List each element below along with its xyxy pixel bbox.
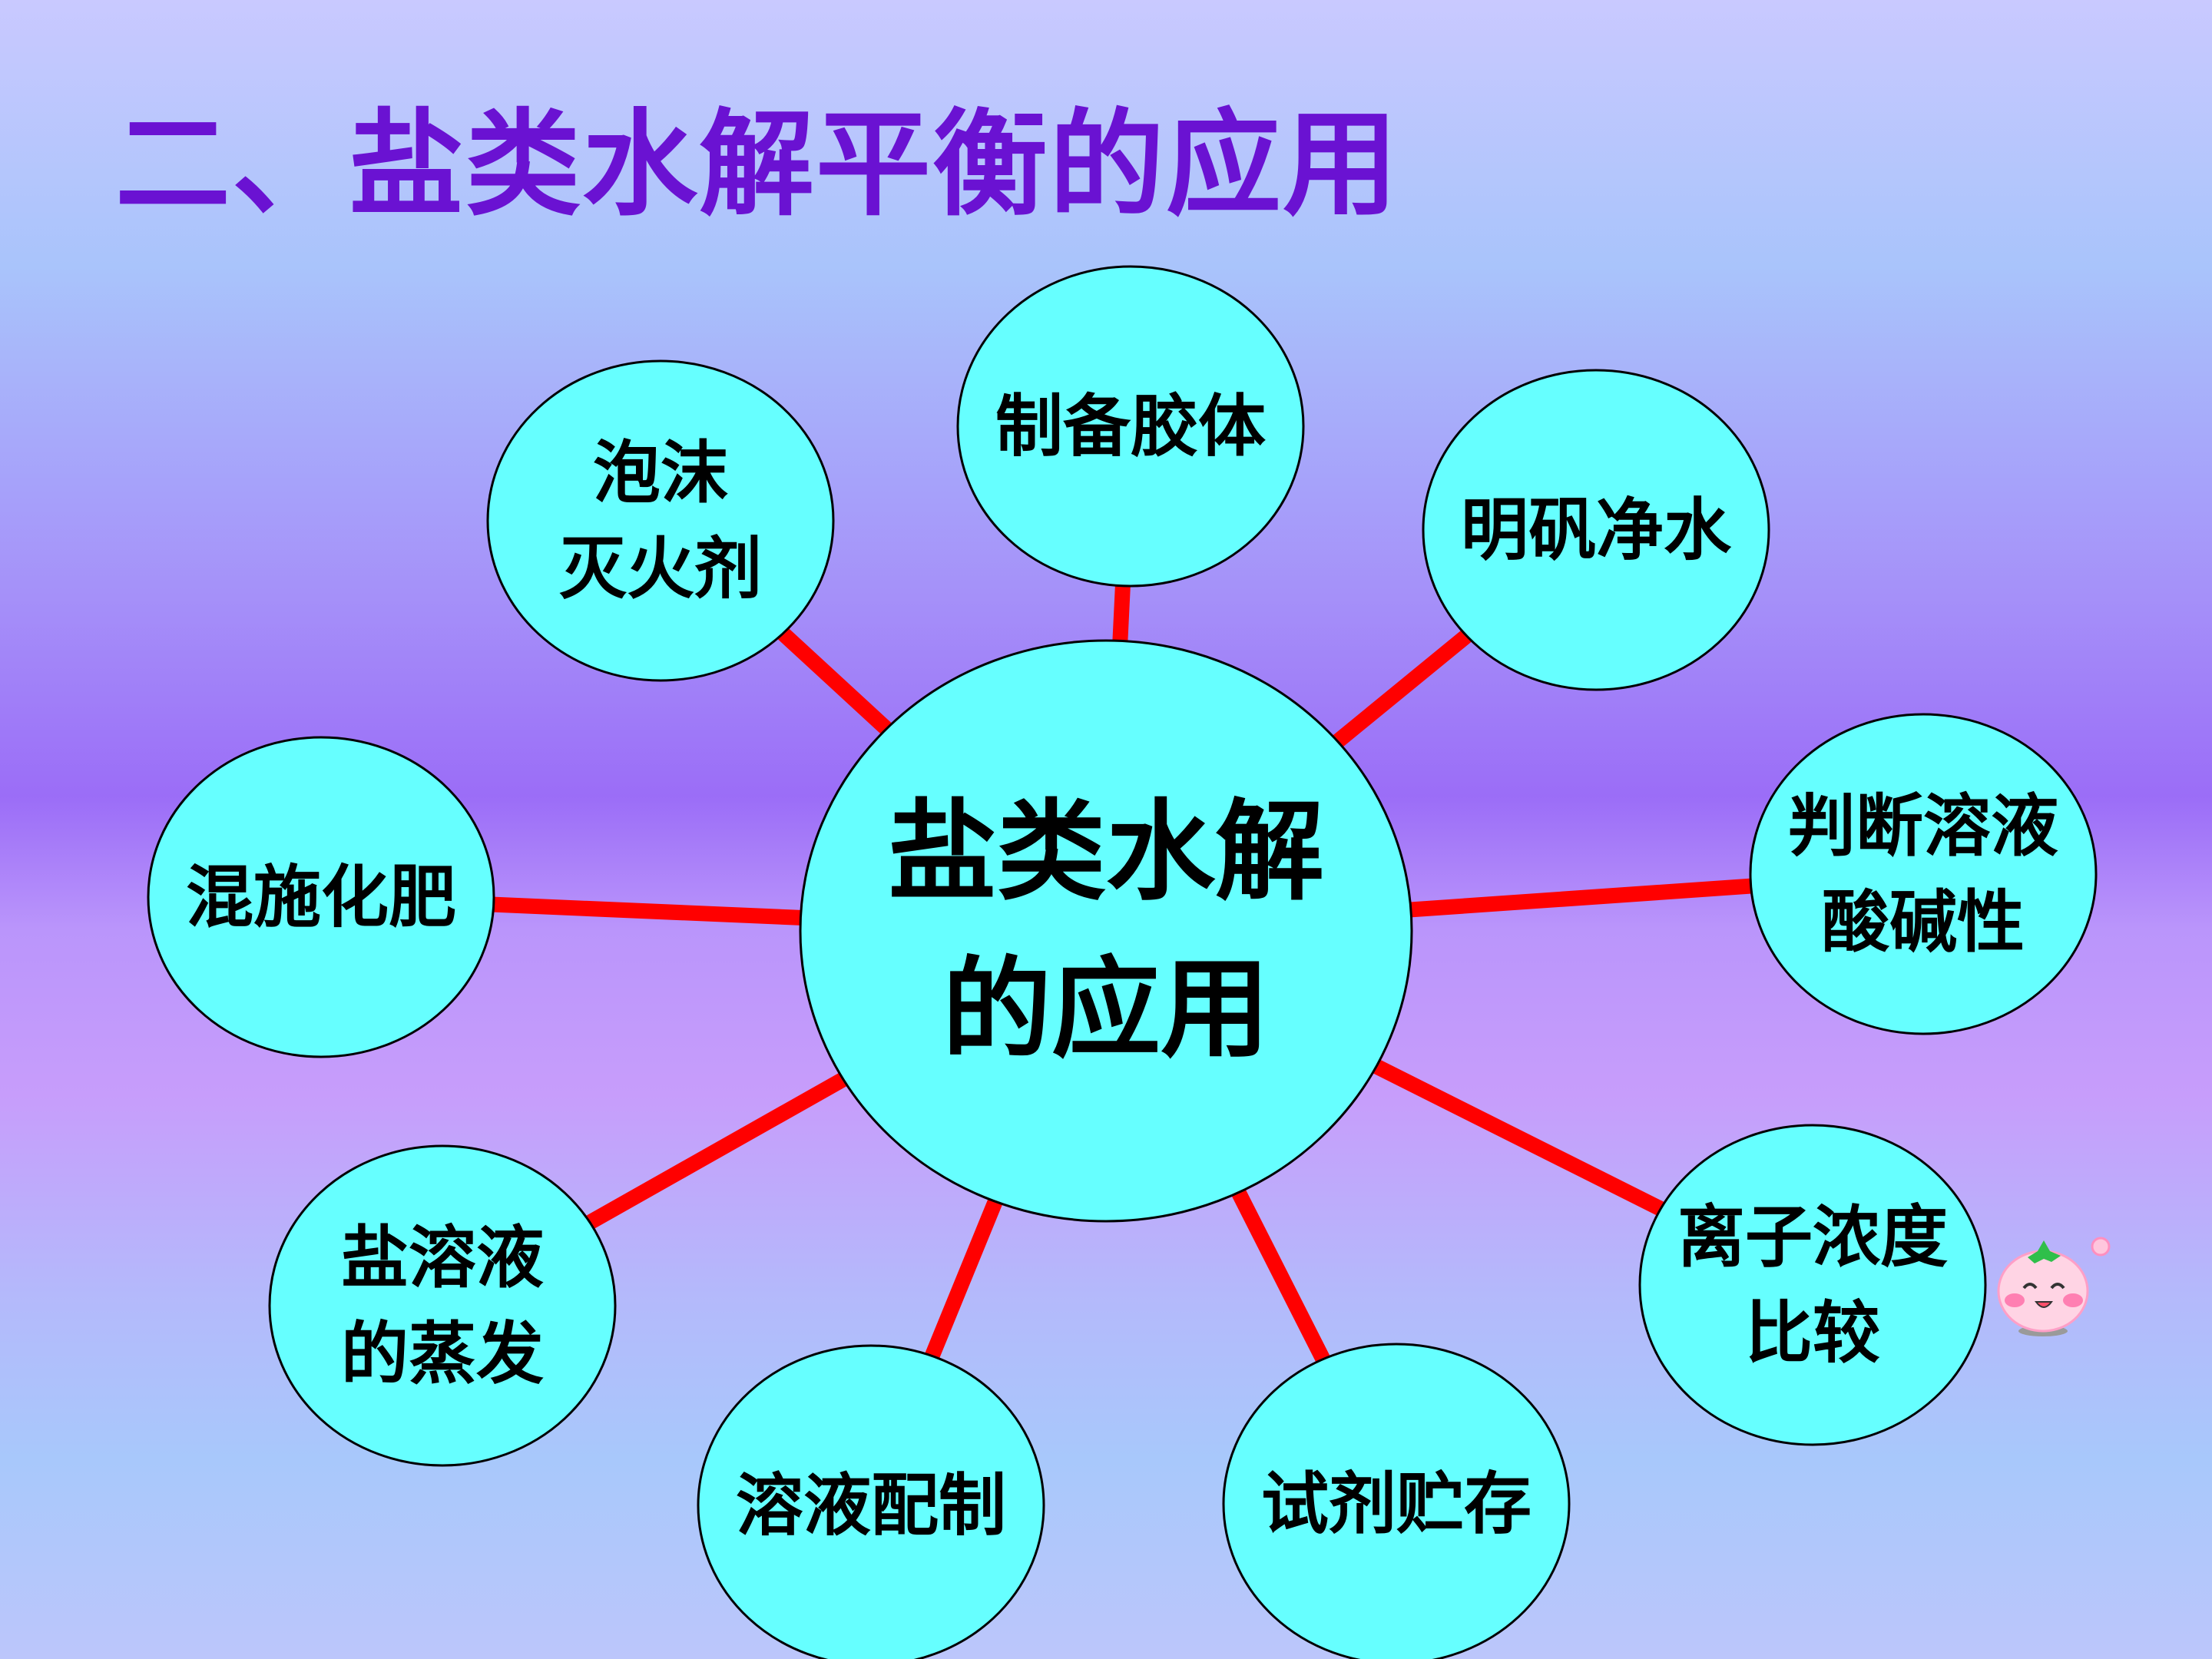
connector-solution-prep [923,1194,1005,1363]
connector-lines [488,581,1757,1367]
node-solution-prep-bubble [697,1344,1045,1659]
node-salt-evaporation-bubble [268,1144,617,1467]
node-acidity-judge-bubble [1749,713,2098,1035]
node-mixed-fertilizer: 混施化肥 [147,736,495,1058]
node-colloid-prep-label-line-1: 制备胶体 [995,387,1266,466]
strawberry-mascot-icon [1997,1237,2111,1336]
node-mixed-fertilizer-bubble [147,736,495,1058]
node-solution-prep-label-line-1: 溶液配制 [736,1466,1006,1545]
node-colloid-prep: 制备胶体 [956,265,1305,588]
connector-foam-extinguisher [774,624,896,738]
center-node-bubble [799,639,1413,1223]
node-foam-extinguisher-bubble [486,359,835,682]
connector-mixed-fertilizer [488,896,806,926]
center-node-label-line-1: 盐类水解 [888,789,1324,916]
node-ion-concentration-label-line-2: 比较 [1745,1293,1880,1373]
node-salt-evaporation-label-line-1: 盐溶液 [341,1218,544,1297]
connector-colloid-prep [1112,581,1131,646]
node-alum-purify: 明矾净水 [1422,369,1770,691]
node-foam-extinguisher-label-line-2: 灭火剂 [559,529,762,608]
node-reagent-storage: 试剂贮存 [1222,1343,1571,1659]
node-alum-purify-bubble [1422,369,1770,691]
connector-salt-evaporation [581,1070,852,1232]
node-ion-concentration-label-line-1: 离子浓度 [1677,1197,1948,1277]
node-salt-evaporation-label-line-2: 的蒸发 [341,1314,544,1393]
connector-acidity-judge [1406,878,1757,918]
node-acidity-judge-label-line-1: 判断溶液 [1788,786,2058,866]
node-acidity-judge-label-line-2: 酸碱性 [1822,882,2025,962]
node-foam-extinguisher-label-line-1: 泡沫 [593,433,728,512]
center-node-label-line-2: 的应用 [942,946,1270,1073]
connector-reagent-storage [1229,1184,1333,1367]
node-colloid-prep-bubble [956,265,1305,588]
connector-ion-concentration [1369,1057,1669,1218]
node-reagent-storage-bubble [1222,1343,1571,1659]
node-ion-concentration-bubble [1638,1124,1987,1446]
node-mixed-fertilizer-label-line-1: 混施化肥 [186,858,456,937]
node-reagent-storage-label-line-1: 试剂贮存 [1261,1465,1532,1544]
node-alum-purify-label-line-1: 明矾净水 [1461,491,1732,570]
page-title: 二、盐类水解平衡的应用 [115,98,1400,232]
connector-alum-purify [1329,627,1475,750]
node-solution-prep: 溶液配制 [697,1344,1045,1659]
